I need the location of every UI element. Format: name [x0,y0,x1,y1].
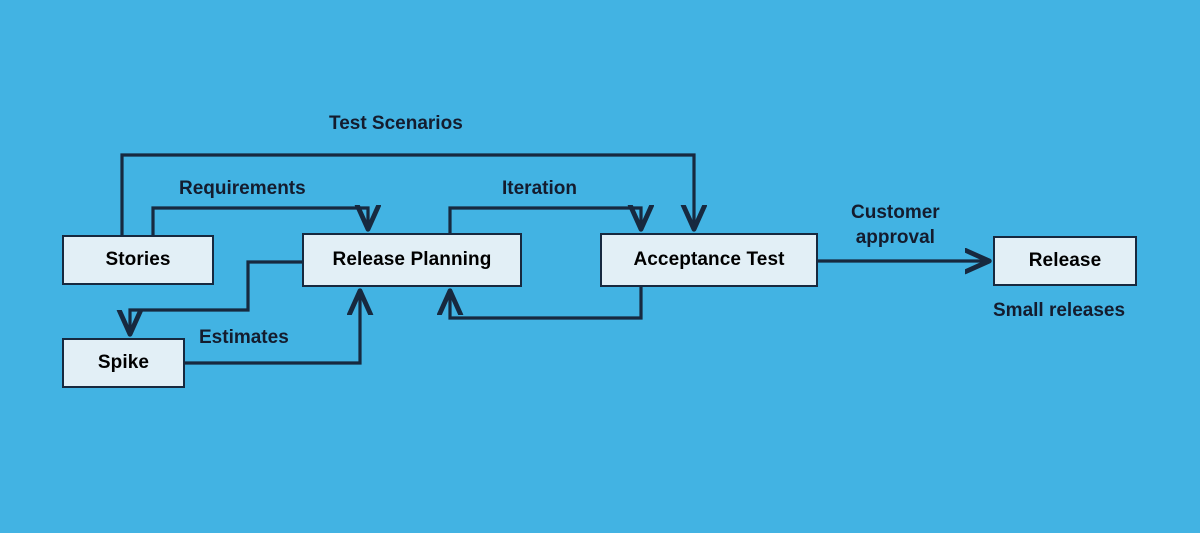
edge-label-estimates: Estimates [199,327,289,348]
edge-label-requirements: Requirements [179,178,306,199]
edge-stories-to-release-planning [246,260,302,285]
node-release-planning-label: Release Planning [332,249,492,270]
node-spike-label: Spike [97,352,150,373]
node-acceptance-test[interactable]: Acceptance Test [600,233,818,287]
edge-stories-to-acceptance-test [120,153,694,235]
caption-small-releases: Small releases [993,300,1126,321]
node-release[interactable]: Release [993,236,1137,286]
edge-label-test-scenarios: Test Scenarios [329,113,463,134]
edge-label-customer-approval: Customer approval [851,202,940,249]
node-release-label: Release [1028,250,1102,271]
node-stories-label: Stories [105,249,171,270]
edge-stories-to-spike [130,285,250,333]
node-stories[interactable]: Stories [62,235,214,285]
node-spike[interactable]: Spike [62,338,185,388]
edge-release-planning-to-acceptance-test [448,208,641,233]
edge-stories-to-release-planning-requirements [151,208,368,235]
edge-spike-to-release-planning [185,292,360,365]
node-release-planning[interactable]: Release Planning [302,233,522,287]
edge-acceptance-test-to-release-planning [450,287,643,320]
node-acceptance-test-label: Acceptance Test [633,249,785,270]
edge-label-iteration: Iteration [502,178,577,199]
